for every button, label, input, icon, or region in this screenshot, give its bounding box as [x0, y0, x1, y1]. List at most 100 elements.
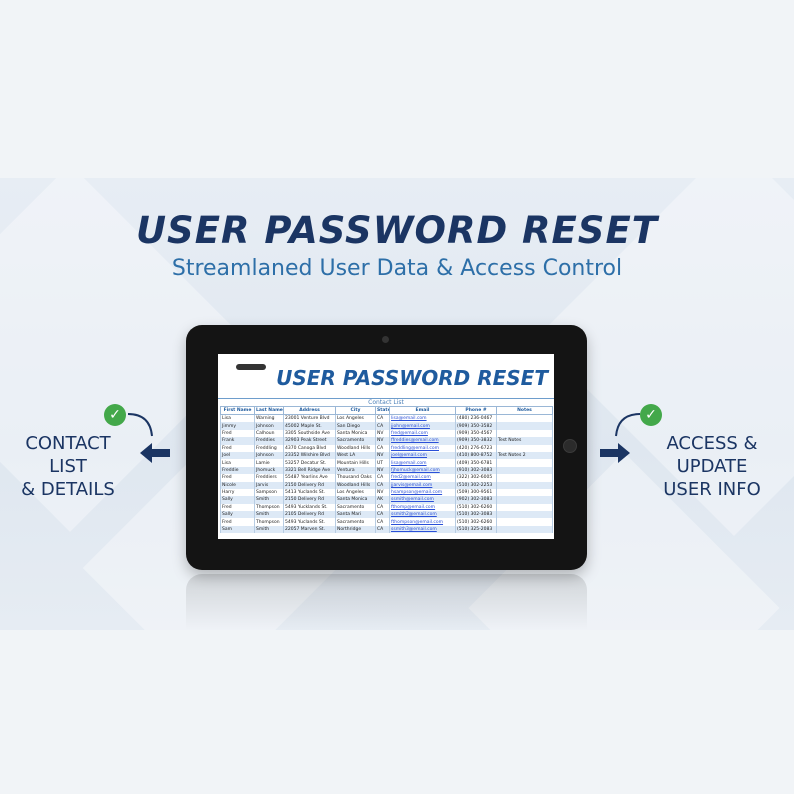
table-cell: Sampson	[254, 488, 284, 497]
table-cell: Smith	[254, 511, 284, 519]
table-cell: Frank	[220, 437, 255, 445]
sheet-title-text: USER PASSWORD RESET	[276, 366, 548, 390]
table-cell: Lamie	[254, 459, 284, 467]
table-cell: (480) 236-0467	[455, 414, 497, 423]
contact-list-label-line1: CONTACT LIST	[25, 433, 111, 477]
table-cell: Warning	[254, 414, 284, 423]
table-cell: CA	[375, 518, 390, 526]
table-cell: Smith	[254, 496, 284, 504]
email-cell[interactable]: ssmith@email.com	[389, 496, 456, 504]
table-cell: 3321 Bell Ridge Ave	[283, 466, 336, 475]
email-cell[interactable]: ssmith2@email.com	[389, 511, 456, 519]
email-cell[interactable]: fjhomuck@email.com	[389, 466, 456, 475]
table-cell: Test Notes	[496, 437, 553, 445]
email-cell[interactable]: lisa@email.com	[389, 414, 456, 423]
table-cell: 55487 Yearlins Ave	[283, 474, 336, 482]
table-cell: CA	[375, 474, 390, 482]
table-cell: CA	[375, 422, 390, 430]
table-cell: Thompson	[254, 503, 284, 512]
table-cell: Joel	[220, 451, 255, 460]
table-cell: Thompson	[254, 518, 284, 526]
email-cell[interactable]: jjarvis@email.com	[389, 481, 456, 489]
table-cell: Nicole	[220, 481, 255, 489]
logo-icon	[236, 364, 266, 370]
column-header[interactable]: Phone #	[455, 406, 497, 415]
table-cell: 53257 Decatur St.	[283, 459, 336, 467]
table-cell: 45002 Maple St.	[283, 422, 336, 430]
table-cell: Santa Monica	[335, 429, 376, 438]
table-cell: Johnson	[254, 422, 284, 430]
table-cell: (909) 350-3832	[455, 437, 497, 445]
email-cell[interactable]: freddling@email.com	[389, 444, 456, 452]
table-cell: Sam	[220, 525, 255, 534]
access-update-label-line1: ACCESS & UPDATE	[666, 433, 758, 477]
column-header[interactable]: City	[335, 406, 376, 415]
table-cell: 2150 Delivery Rd	[283, 496, 336, 504]
table-cell	[496, 525, 553, 534]
arrow-left-icon	[140, 443, 170, 463]
column-header[interactable]: Last Name	[254, 406, 284, 415]
table-cell: Harry	[220, 488, 255, 497]
table-cell: (909) 350-3582	[455, 422, 497, 430]
table-cell: CA	[375, 511, 390, 519]
access-update-label-line2: USER INFO	[663, 479, 761, 500]
check-circle-icon: ✓	[104, 404, 126, 426]
column-header[interactable]: State	[375, 406, 390, 415]
table-cell	[496, 503, 553, 512]
table-cell: CA	[375, 503, 390, 512]
table-cell	[496, 466, 553, 475]
contact-list-label-line2: & DETAILS	[21, 479, 115, 500]
email-cell[interactable]: ssmith3@email.com	[389, 525, 456, 534]
table-cell: UT	[375, 459, 390, 467]
table-cell: (509) 300-9561	[455, 488, 497, 497]
column-header[interactable]: Address	[283, 406, 336, 415]
column-header[interactable]: First Name	[220, 406, 255, 415]
table-cell	[496, 496, 553, 504]
table-cell: 23352 Wilshire Blvd	[283, 451, 336, 460]
table-cell: CA	[375, 414, 390, 423]
email-cell[interactable]: fthompson@email.com	[389, 518, 456, 526]
email-cell[interactable]: joel@email.com	[389, 451, 456, 460]
table-cell: 2150 Delivery Rd	[283, 481, 336, 489]
email-cell[interactable]: jjohn@email.com	[389, 422, 456, 430]
email-cell[interactable]: ffreddies@email.com	[389, 437, 456, 445]
table-cell: Freddie	[220, 466, 255, 475]
email-cell[interactable]: fred@email.com	[389, 429, 456, 438]
table-cell: (420) 276-6723	[455, 444, 497, 452]
column-header[interactable]: Email	[389, 406, 456, 415]
table-cell: (902) 302-3083	[455, 496, 497, 504]
table-cell: 5413 Yuclands St.	[283, 488, 336, 497]
table-cell: Sacramento	[335, 518, 376, 526]
email-cell[interactable]: lisa@email.com	[389, 459, 456, 467]
email-cell[interactable]: fthomp@email.com	[389, 503, 456, 512]
email-cell[interactable]: hsampson@email.com	[389, 488, 456, 497]
table-cell	[496, 429, 553, 438]
sheet-caption: Contact List	[218, 398, 554, 406]
tablet-screen: USER PASSWORD RESET Contact List First N…	[218, 354, 554, 539]
table-cell: Fred	[220, 503, 255, 512]
email-cell[interactable]: fred2@email.com	[389, 474, 456, 482]
home-button[interactable]	[563, 439, 577, 453]
table-cell: NV	[375, 451, 390, 460]
table-cell: (510) 302-3083	[455, 511, 497, 519]
table-cell: Freddies	[254, 437, 284, 445]
column-header[interactable]: Notes	[496, 406, 553, 415]
